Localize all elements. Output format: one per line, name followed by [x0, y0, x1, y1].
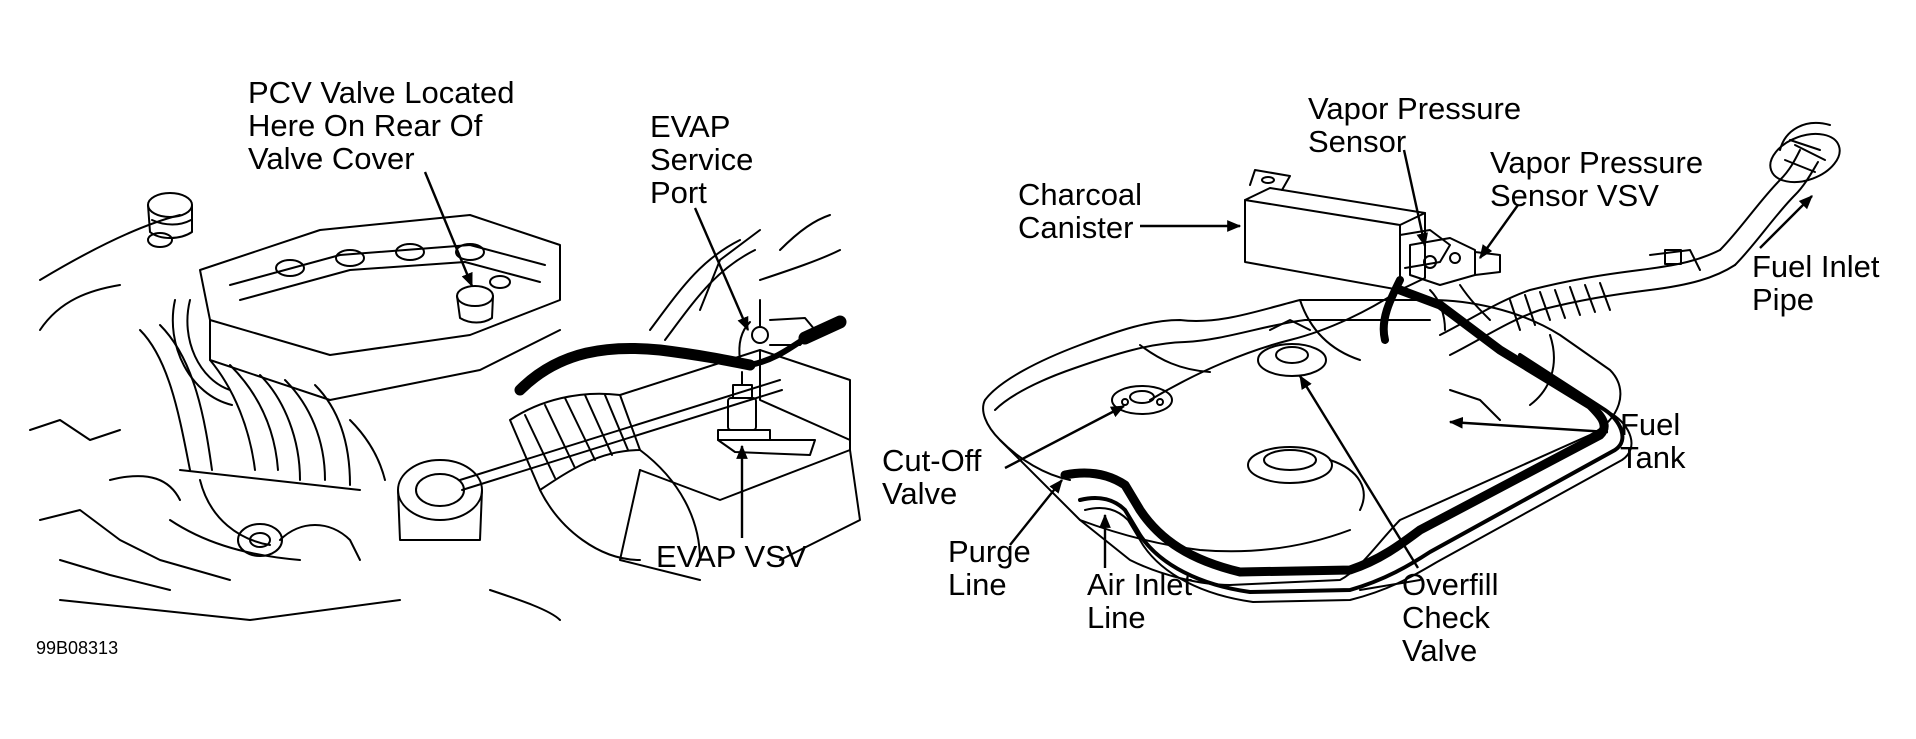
label-fuel-inlet-pipe: Fuel Inlet Pipe	[1752, 249, 1880, 317]
label-evap-vsv: EVAP VSV	[656, 539, 807, 574]
label-air-inlet-line: Air Inlet Line	[1087, 567, 1193, 635]
figure-reference-code: 99B08313	[36, 638, 119, 658]
label-fuel-tank: Fuel Tank	[1620, 407, 1686, 475]
arrow-fuel-inlet-pipe	[1759, 195, 1813, 249]
label-cut-off-valve: Cut-Off Valve	[882, 443, 982, 511]
fuel-tank-illustration	[982, 122, 1841, 591]
evap-purge-hose-engine	[514, 315, 847, 396]
fuel-system-lines	[1060, 276, 1633, 603]
label-vapor-pressure-sensor: Vapor Pressure Sensor	[1308, 91, 1522, 159]
label-evap-service-port: EVAP Service Port	[650, 109, 754, 210]
label-charcoal-canister: Charcoal Canister	[1018, 177, 1143, 245]
arrow-pcv-valve	[423, 171, 474, 288]
arrow-fuel-tank	[1448, 416, 1609, 434]
label-overfill-check-valve: Overfill Check Valve	[1402, 567, 1499, 668]
arrow-vapor-pressure-sensor	[1402, 149, 1428, 248]
arrow-evap-service-port	[693, 207, 750, 332]
label-pcv-valve: PCV Valve Located Here On Rear Of Valve …	[248, 75, 515, 176]
arrow-vapor-pressure-sensor-vsv	[1479, 204, 1519, 259]
arrow-cut-off-valve	[1004, 404, 1126, 470]
leader-arrows	[423, 149, 1813, 569]
arrow-overfill-check-valve	[1298, 375, 1420, 569]
label-vapor-pressure-sensor-vsv: Vapor Pressure Sensor VSV	[1490, 145, 1704, 213]
arrow-purge-line	[1009, 479, 1063, 546]
label-purge-line: Purge Line	[948, 534, 1031, 602]
